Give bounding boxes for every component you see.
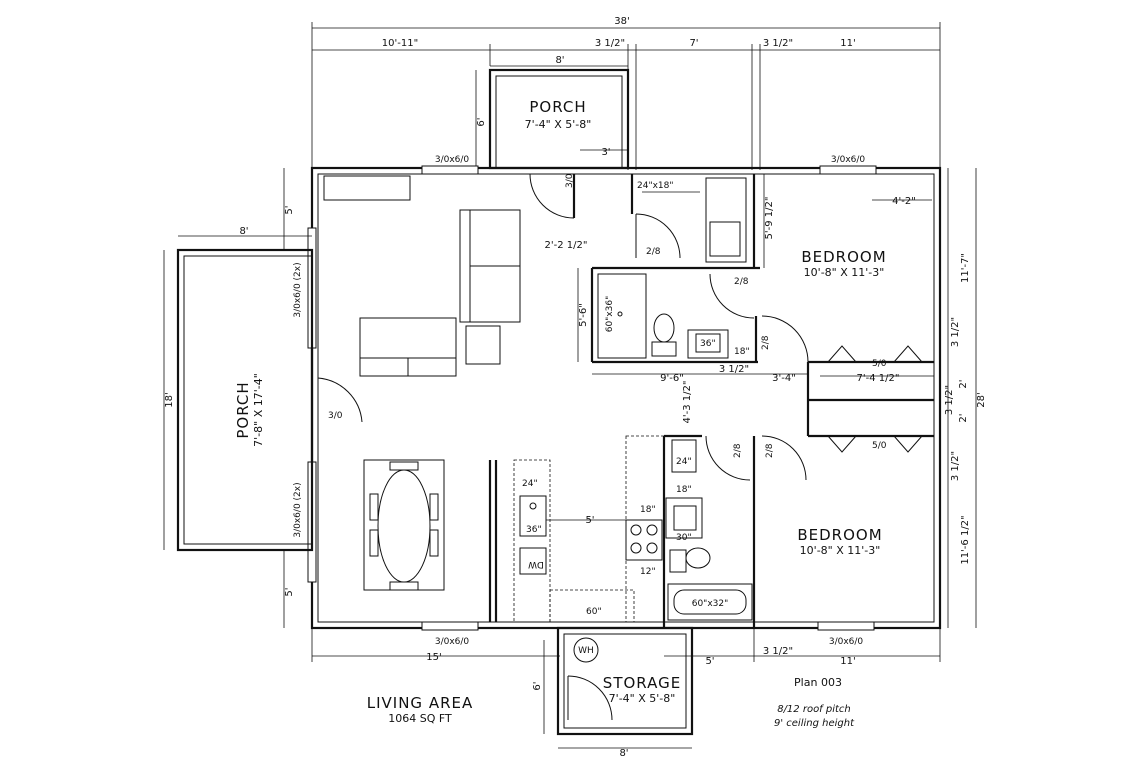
vanity-18: 18" — [734, 347, 750, 357]
dim-top-3-half-a: 3 1/2" — [595, 38, 625, 49]
door-bed-top: 2/8 — [734, 277, 749, 287]
entry-doors — [317, 173, 575, 423]
door-bed-bottom-a: 2/8 — [733, 443, 743, 458]
dim-left-porch-8: 8' — [239, 226, 248, 237]
window-left-upper: 3/0x6/0 (2x) — [293, 262, 303, 317]
living-area-title: LIVING AREA — [367, 694, 474, 712]
door-closet-bottom: 5/0 — [872, 441, 887, 451]
porch-left-title: PORCH — [234, 381, 252, 438]
sink-36-b: 36" — [526, 525, 542, 535]
bath-24: 24" — [676, 457, 692, 467]
bath-18: 18" — [676, 485, 692, 495]
porch-left-size: 7'-8" X 17'-4" — [252, 373, 265, 447]
dim-bath-9-6: 9'-6" — [660, 373, 684, 384]
dim-right-28: 28' — [976, 392, 987, 407]
bottom-dimension-lines — [311, 628, 941, 662]
dim-right-3-half-c: 3 1/2" — [950, 451, 961, 481]
bedroom-top-title: BEDROOM — [801, 248, 886, 266]
dim-closet-7-4: 7'-4 1/2" — [857, 373, 900, 384]
kitchen — [513, 435, 753, 623]
hall-doors — [635, 213, 809, 481]
dim-top-11: 11' — [840, 38, 855, 49]
storage-title: STORAGE — [603, 674, 681, 692]
door-entry-top: 3/0 — [565, 173, 575, 188]
living-furniture — [323, 175, 521, 591]
dim-top-8: 8' — [555, 55, 564, 66]
dim-hall-2-2: 2'-2 1/2" — [545, 240, 588, 251]
door-hall: 2/8 — [646, 247, 661, 257]
toilet-upper — [651, 313, 677, 357]
dim-bath-5-6: 5'-6" — [578, 303, 589, 327]
dim-right-2b: 2' — [958, 413, 969, 422]
counter-12: 12" — [640, 567, 656, 577]
window-bottom-bedroom: 3/0x6/0 — [829, 637, 864, 647]
dim-top-3-half-b: 3 1/2" — [763, 38, 793, 49]
left-porch — [163, 168, 314, 628]
tub-label: 60"x32" — [692, 599, 729, 609]
bedroom-bottom-size: 10'-8" X 11'-3" — [800, 544, 881, 557]
laundry-area — [642, 177, 747, 263]
door-bed-bottom-b: 2/8 — [765, 443, 775, 458]
laundry-label: 24"x18" — [637, 181, 674, 191]
counter-24-a: 24" — [522, 479, 538, 489]
dim-porch-depth: 6' — [476, 117, 487, 126]
dim-right-11-7: 11'-7" — [960, 253, 971, 283]
dim-overall-width: 38' — [614, 16, 629, 27]
bedroom-bottom-title: BEDROOM — [797, 526, 882, 544]
window-top-living: 3/0x6/0 — [435, 155, 470, 165]
plan-pitch: 8/12 roof pitch — [777, 704, 851, 715]
dim-top-7: 7' — [689, 38, 698, 49]
dim-right-2: 2' — [958, 379, 969, 388]
dim-bottom-3-half: 3 1/2" — [763, 646, 793, 657]
window-top-bedroom: 3/0x6/0 — [831, 155, 866, 165]
dim-bottom-15: 15' — [426, 652, 441, 663]
dim-top-10-11: 10'-11" — [382, 38, 418, 49]
right-dimension-lines — [947, 168, 977, 628]
plan-ceiling: 9' ceiling height — [774, 718, 855, 729]
sink-30: 30" — [676, 533, 692, 543]
door-bath-side: 2/8 — [761, 335, 771, 350]
dim-porch-3: 3' — [601, 147, 610, 158]
dishwasher-label: DW — [528, 559, 544, 569]
dim-storage-8: 8' — [619, 748, 628, 759]
dim-bath-3-half: 3 1/2" — [719, 364, 749, 375]
dim-bottom-5: 5' — [705, 656, 714, 667]
door-entry-left: 3/0 — [328, 411, 343, 421]
closet-doors — [827, 345, 923, 453]
dim-right-11-6: 11'-6 1/2" — [960, 515, 971, 564]
sink-upper — [687, 329, 729, 359]
porch-top-title: PORCH — [529, 98, 586, 116]
dim-hall-4-3: 4'-3 1/2" — [682, 381, 693, 424]
living-area-sqft: 1064 SQ FT — [388, 712, 452, 725]
dim-closet-3-4: 3'-4" — [772, 373, 796, 384]
water-heater-label: WH — [578, 646, 594, 656]
storage-room — [543, 626, 694, 749]
storage-size: 7'-4" X 5'-8" — [609, 692, 676, 705]
shower — [597, 273, 647, 359]
dim-kitchen-5: 5' — [585, 515, 594, 526]
dim-left-18: 18' — [164, 392, 175, 407]
dim-bed-5-9: 5'-9 1/2" — [764, 197, 775, 240]
dim-left-5-bottom: 5' — [284, 587, 295, 596]
porch-top-size: 7'-4" X 5'-8" — [525, 118, 592, 131]
window-bottom-living: 3/0x6/0 — [435, 637, 470, 647]
bedroom-top-size: 10'-8" X 11'-3" — [804, 266, 885, 279]
counter-60: 60" — [586, 607, 602, 617]
counter-18: 18" — [640, 505, 656, 515]
door-closet-top: 5/0 — [872, 359, 887, 369]
dim-storage-6: 6' — [532, 681, 543, 690]
dim-right-3-half-b: 3 1/2" — [944, 385, 955, 415]
dim-right-3-half-a: 3 1/2" — [950, 317, 961, 347]
dim-bottom-11: 11' — [840, 656, 855, 667]
window-left-lower: 3/0x6/0 (2x) — [293, 482, 303, 537]
plan-name: Plan 003 — [794, 676, 842, 689]
dim-bed-4-2: 4'-2" — [892, 196, 916, 207]
sink-36-a: 36" — [700, 339, 716, 349]
dim-left-5-top: 5' — [284, 205, 295, 214]
shower-label: 60"x36" — [605, 296, 615, 333]
